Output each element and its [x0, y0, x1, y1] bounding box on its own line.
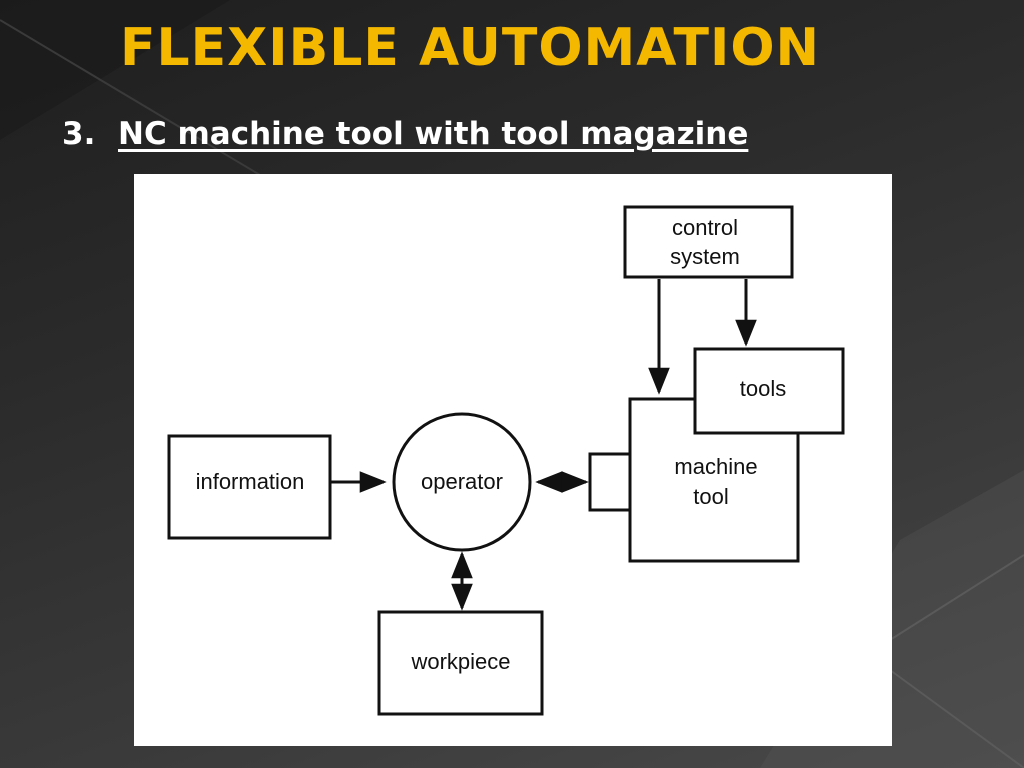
bg-corner-shape [0, 0, 230, 140]
workpiece-node: workpiece [377, 610, 544, 716]
tools-box [693, 347, 845, 435]
bg-line [889, 554, 1024, 641]
machine-spindle-block [588, 452, 632, 512]
operator-circle [392, 412, 532, 552]
tools-label: tools [740, 376, 786, 401]
control-system-label-line1: control [672, 215, 738, 240]
control-system-label-line2: system [670, 244, 740, 269]
bullet-text: NC machine tool with tool magazine [118, 116, 749, 152]
workpiece-box [377, 610, 544, 716]
slide-title: FLEXIBLE AUTOMATION [120, 18, 821, 78]
machine-tool-label-line1: machine [674, 454, 757, 479]
bg-line [889, 669, 1024, 768]
block-diagram: control system machine tool tools inform… [167, 205, 845, 716]
workpiece-label: workpiece [410, 649, 510, 674]
information-box [167, 434, 332, 540]
bullet-item: 3. NC machine tool with tool magazine [62, 116, 748, 152]
bullet-number: 3. [62, 116, 96, 152]
bg-line [0, 19, 261, 176]
operator-label: operator [421, 469, 503, 494]
control-system-box [623, 205, 794, 279]
information-node: information [167, 434, 332, 540]
tools-node: tools [693, 347, 845, 435]
control-system-node: control system [623, 205, 794, 279]
diagram-panel: control system machine tool tools inform… [134, 174, 892, 746]
operator-node: operator [392, 412, 532, 552]
machine-tool-label-line2: tool [693, 484, 728, 509]
information-label: information [196, 469, 305, 494]
